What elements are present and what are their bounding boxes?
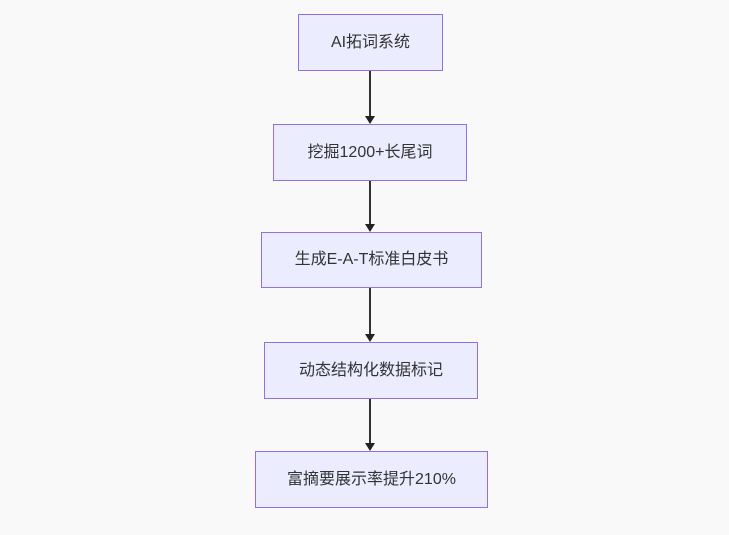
node-label: 动态结构化数据标记 <box>298 361 443 379</box>
arrow-shaft <box>369 288 371 334</box>
arrow-down-icon <box>364 288 376 342</box>
arrow-shaft <box>369 181 371 224</box>
arrowhead-icon <box>365 443 375 451</box>
node-label: 挖掘1200+长尾词 <box>307 143 433 161</box>
arrowhead-icon <box>365 116 375 124</box>
arrow-down-icon <box>364 181 376 232</box>
node-label: AI拓词系统 <box>330 33 411 51</box>
arrowhead-icon <box>365 334 375 342</box>
node-label: 生成E-A-T标准白皮书 <box>294 251 449 269</box>
arrowhead-icon <box>365 224 375 232</box>
flowchart-node-rich-snippet-rate-increase: 富摘要展示率提升210% <box>255 451 488 508</box>
node-label: 富摘要展示率提升210% <box>287 470 456 488</box>
arrow-shaft <box>369 399 371 443</box>
flowchart-node-generate-eat-whitepaper: 生成E-A-T标准白皮书 <box>261 232 482 288</box>
flowchart-node-mine-longtail-keywords: 挖掘1200+长尾词 <box>273 124 467 181</box>
flowchart-node-ai-word-expansion-system: AI拓词系统 <box>298 14 443 71</box>
arrow-down-icon <box>364 399 376 451</box>
arrow-down-icon <box>364 71 376 124</box>
flowchart-node-dynamic-structured-data-markup: 动态结构化数据标记 <box>264 342 478 399</box>
arrow-shaft <box>369 71 371 116</box>
